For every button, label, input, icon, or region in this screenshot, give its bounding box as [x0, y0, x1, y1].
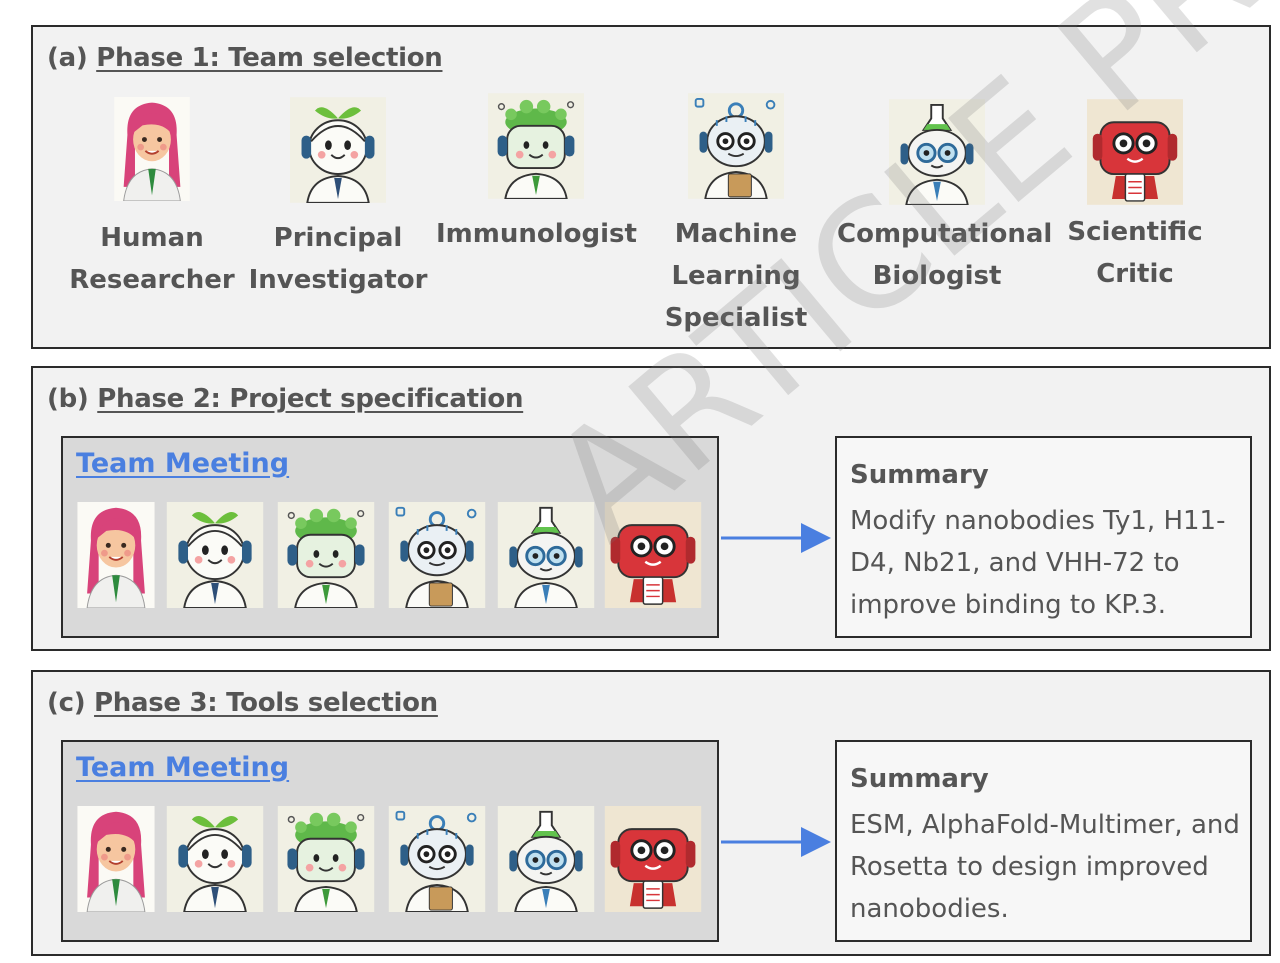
principal-investigator-avatar-icon — [166, 502, 264, 608]
agent-name-line: Learning — [671, 261, 801, 291]
computational-biologist-avatar-icon — [497, 502, 595, 608]
principal-investigator-avatar-icon — [166, 806, 264, 912]
phase-2-label: (b) — [47, 384, 89, 414]
phase-1-heading: (a) Phase 1: Team selection — [47, 43, 443, 73]
agent-name-line: Computational — [837, 219, 1053, 249]
human-researcher-avatar-icon — [77, 502, 155, 608]
scientific-critic-avatar-icon — [1087, 99, 1183, 205]
arrow-icon — [721, 827, 831, 857]
team-meeting-link[interactable]: Team Meeting — [76, 448, 290, 479]
immunologist-avatar-icon — [277, 806, 375, 912]
team-meeting-link[interactable]: Team Meeting — [76, 752, 290, 783]
team-meeting-box: Team Meeting — [61, 740, 719, 942]
team-meeting-box: Team Meeting — [61, 436, 719, 638]
phase-3-heading: (c) Phase 3: Tools selection — [47, 688, 438, 718]
phase-3-title: Phase 3: Tools selection — [94, 688, 438, 718]
phase-3-label: (c) — [47, 688, 86, 718]
summary-title: Summary — [850, 764, 989, 794]
summary-box: Summary Modify nanobodies Ty1, H11-D4, N… — [835, 436, 1252, 638]
scientific-critic-avatar-icon — [604, 806, 702, 912]
agent-name-line: Biologist — [872, 261, 1002, 291]
agent-name-line: Scientific — [1067, 217, 1203, 247]
immunologist-avatar-icon — [488, 93, 584, 199]
immunologist-avatar-icon — [277, 502, 375, 608]
agent-name-line: Researcher — [69, 265, 235, 295]
principal-investigator-avatar-icon — [290, 97, 386, 203]
agent-name-line: Principal — [273, 223, 403, 253]
phase-2-panel: (b) Phase 2: Project specification Team … — [31, 366, 1271, 651]
agent-name-line: Immunologist — [436, 219, 637, 249]
computational-biologist-avatar-icon — [889, 99, 985, 205]
phase-1-panel: (a) Phase 1: Team selection Human Resear… — [31, 25, 1271, 349]
human-researcher-avatar-icon — [77, 806, 155, 912]
machine-learning-specialist-avatar-icon — [388, 502, 486, 608]
phase-1-label: (a) — [47, 43, 88, 73]
machine-learning-specialist-avatar-icon — [688, 93, 784, 199]
summary-text: ESM, AlphaFold-Multimer, and Rosetta to … — [850, 810, 1240, 924]
agent-name-line: Investigator — [248, 265, 428, 295]
phase-2-heading: (b) Phase 2: Project specification — [47, 384, 523, 414]
agent-name-line: Human — [100, 223, 204, 253]
computational-biologist-avatar-icon — [497, 806, 595, 912]
phase-3-panel: (c) Phase 3: Tools selection Team Meetin… — [31, 670, 1271, 956]
human-researcher-avatar-icon — [114, 97, 190, 201]
phase-1-title: Phase 1: Team selection — [96, 43, 443, 73]
scientific-critic-avatar-icon — [604, 502, 702, 608]
agent-name-line: Machine — [674, 219, 798, 249]
agent-name-line: Critic — [1096, 259, 1174, 289]
summary-box: Summary ESM, AlphaFold-Multimer, and Ros… — [835, 740, 1252, 942]
summary-text: Modify nanobodies Ty1, H11-D4, Nb21, and… — [850, 506, 1226, 620]
arrow-icon — [721, 523, 831, 553]
agent-name-line: Specialist — [664, 303, 808, 333]
phase-2-title: Phase 2: Project specification — [97, 384, 524, 414]
summary-title: Summary — [850, 460, 989, 490]
machine-learning-specialist-avatar-icon — [388, 806, 486, 912]
